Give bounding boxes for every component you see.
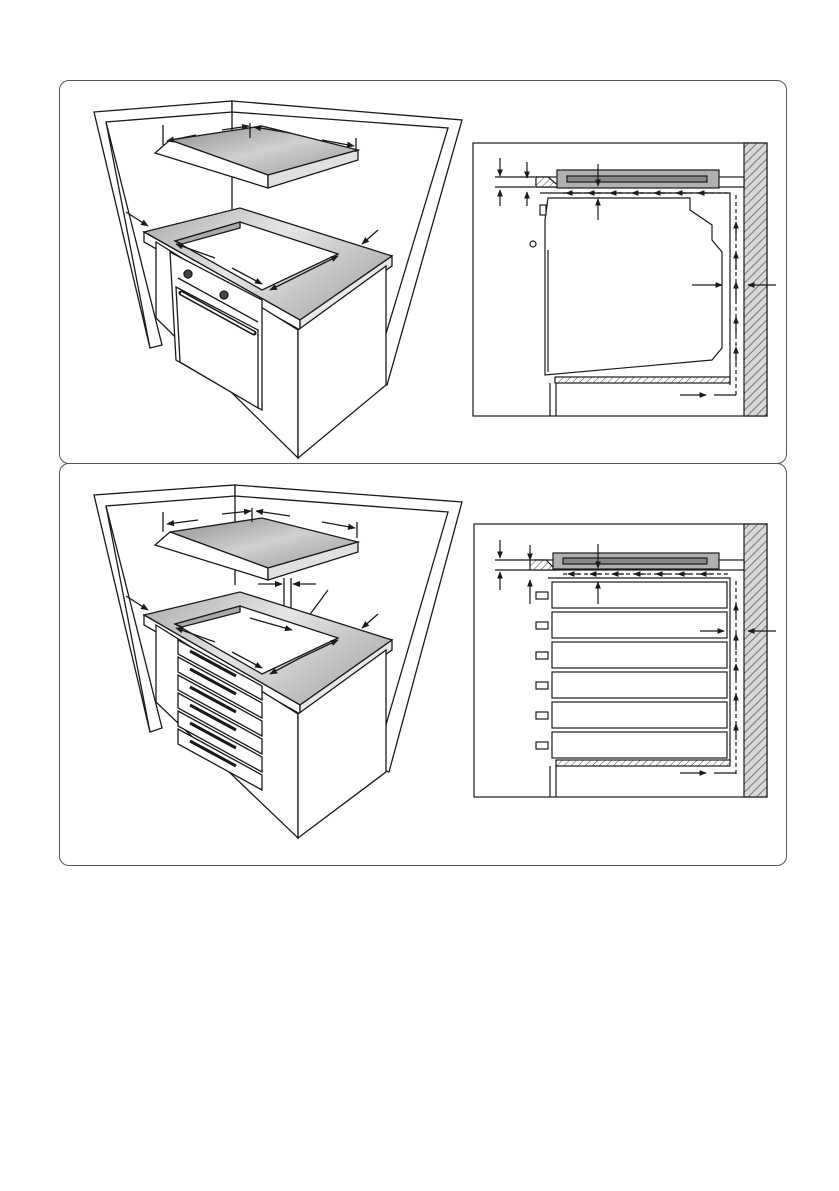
wall-hatched-2 xyxy=(744,524,767,797)
drawer-section-view xyxy=(474,524,776,797)
drawer-isometric-view xyxy=(94,485,462,838)
oven-body xyxy=(545,198,722,375)
oven-isometric-view xyxy=(94,101,462,458)
oven-section-view xyxy=(473,143,776,416)
cabinet-shelf xyxy=(555,377,730,383)
cabinet-shelf-2 xyxy=(556,760,730,766)
wall-hatched xyxy=(744,143,767,416)
